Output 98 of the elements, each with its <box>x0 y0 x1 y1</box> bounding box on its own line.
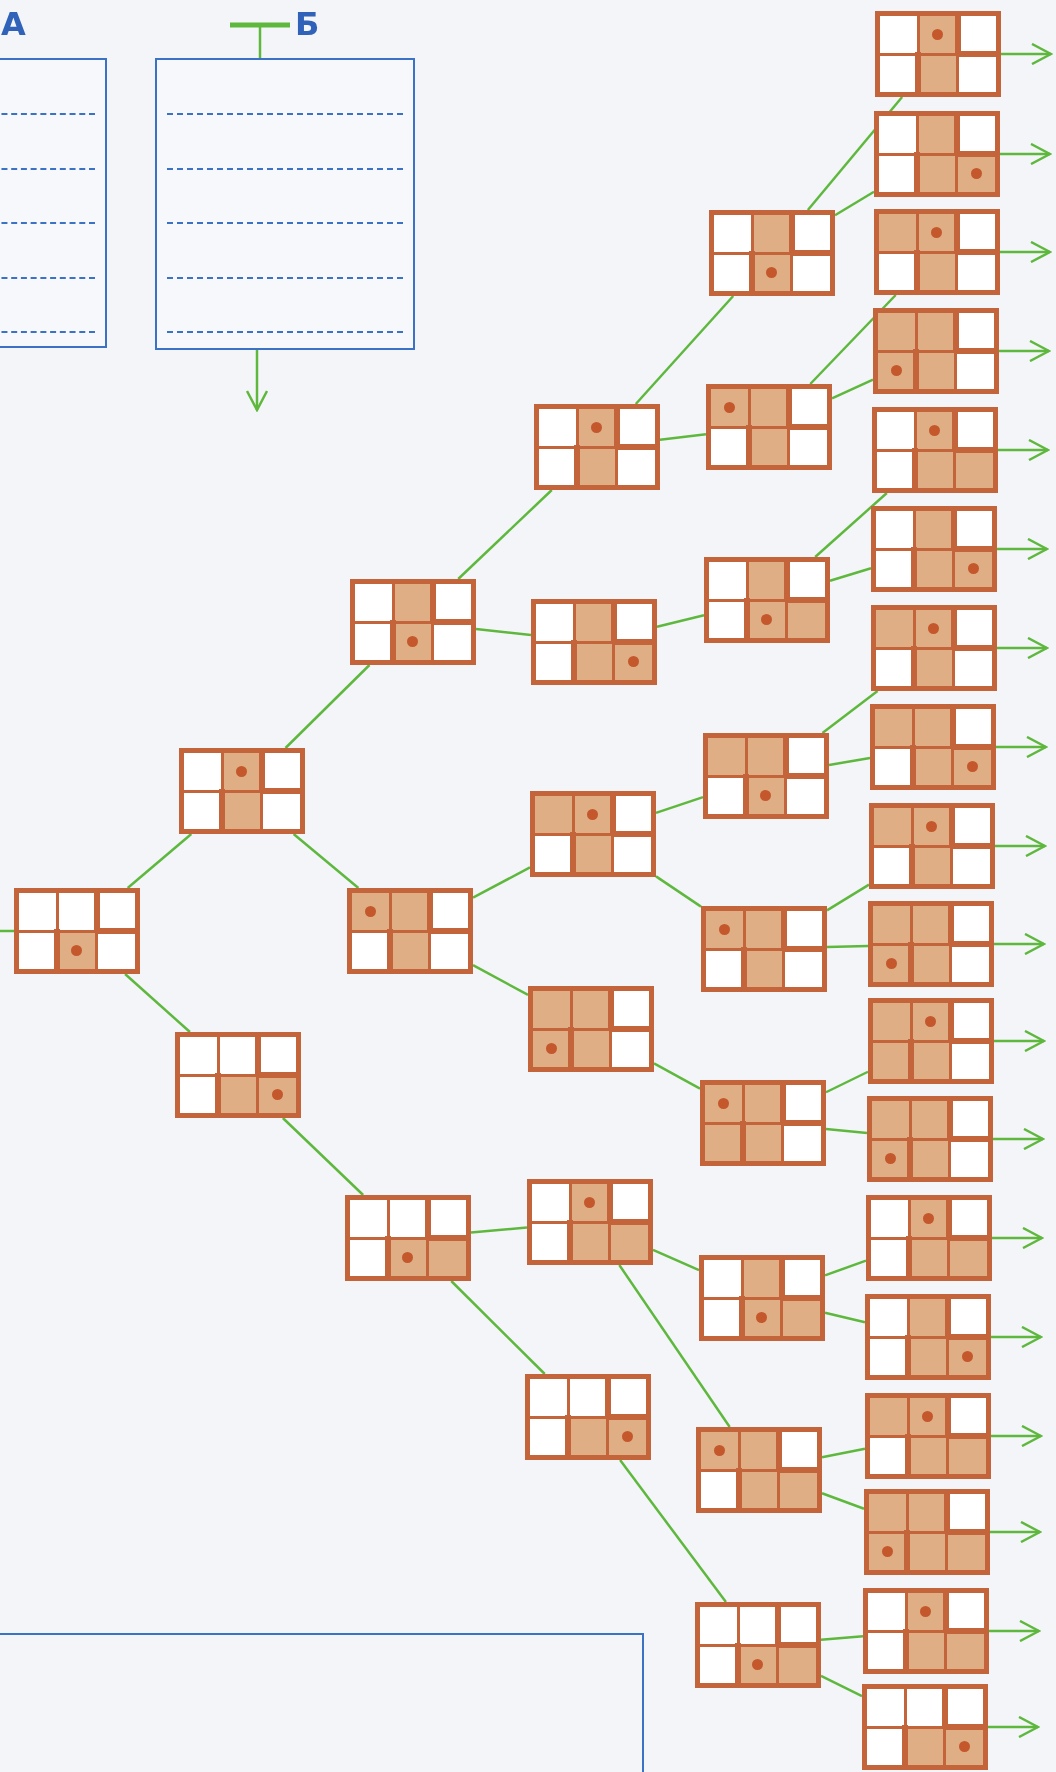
connector-line <box>292 833 360 889</box>
grid-box <box>699 1255 825 1341</box>
grid-box <box>696 1427 822 1513</box>
arrow <box>996 735 1048 759</box>
grid-box <box>347 888 473 974</box>
arrow <box>991 1325 1043 1349</box>
grid-box <box>870 704 996 790</box>
panel-letter: Б <box>295 8 320 40</box>
grid-box <box>871 605 997 691</box>
connector-line <box>634 295 735 405</box>
connector-line <box>821 690 879 734</box>
arrow <box>1000 142 1052 166</box>
grid-box <box>530 791 656 877</box>
arrow <box>998 438 1050 462</box>
connector-line <box>831 378 874 400</box>
connector-line <box>655 795 704 815</box>
grid-box <box>865 1294 991 1380</box>
panel-letter: А <box>1 8 26 40</box>
connector-line <box>618 1264 731 1428</box>
arrow <box>993 1127 1045 1151</box>
grid-box <box>704 557 830 643</box>
connector-line <box>470 1226 528 1234</box>
arrow <box>990 1520 1042 1544</box>
connector-line <box>457 489 553 580</box>
grid-box <box>866 1195 992 1281</box>
connector-line <box>659 433 707 441</box>
connector-line <box>655 875 702 908</box>
connector-line <box>824 1311 866 1324</box>
grid-box <box>873 308 999 394</box>
grid-box <box>179 748 305 834</box>
connector-line <box>820 1674 863 1698</box>
connector-line <box>821 1447 866 1459</box>
connector-line <box>619 1459 727 1603</box>
grid-box <box>874 209 1000 295</box>
grid-box <box>14 888 140 974</box>
arrow <box>1000 240 1052 264</box>
connector-line <box>656 614 705 628</box>
grid-box <box>874 111 1000 197</box>
grid-box <box>701 906 827 992</box>
arrow <box>997 636 1049 660</box>
connector-line <box>450 1280 546 1375</box>
arrow <box>995 834 1047 858</box>
connector-line <box>820 1635 864 1641</box>
grid-box <box>871 506 997 592</box>
grid-box <box>706 384 832 470</box>
arrow <box>994 1029 1046 1053</box>
grid-box <box>700 1080 826 1166</box>
connector-line <box>126 833 193 889</box>
grid-box <box>875 11 1001 97</box>
grid-box <box>695 1602 821 1688</box>
grid-box <box>862 1684 988 1770</box>
grid-box <box>864 1489 990 1575</box>
connector-line <box>472 866 531 899</box>
connector-line <box>284 664 371 749</box>
arrow <box>1001 42 1053 66</box>
t-bar-line <box>227 22 293 58</box>
grid-box <box>868 901 994 987</box>
grid-box <box>528 986 654 1072</box>
arrow <box>988 1715 1040 1739</box>
arrow <box>989 1619 1041 1643</box>
arrow <box>992 1226 1044 1250</box>
connector-line <box>809 294 897 385</box>
grid-box <box>525 1374 651 1460</box>
connector-line <box>652 1248 700 1272</box>
connector-line <box>814 492 888 558</box>
grid-box <box>863 1588 989 1674</box>
connector-line <box>124 973 191 1033</box>
grid-box <box>868 998 994 1084</box>
connector-line <box>829 567 872 582</box>
grid-box <box>175 1032 301 1118</box>
grid-box <box>709 210 835 296</box>
connector-line <box>282 1117 364 1196</box>
connector-line <box>824 1259 867 1277</box>
connector-line <box>653 1062 701 1090</box>
connector-line <box>472 964 529 996</box>
grid-box <box>527 1179 653 1265</box>
grid-box <box>872 407 998 493</box>
connector-line <box>825 1070 869 1094</box>
grid-box <box>534 404 660 490</box>
arrow <box>991 1424 1043 1448</box>
connector-line <box>475 627 532 637</box>
grid-box <box>531 599 657 685</box>
connector-line <box>826 883 870 912</box>
grid-box <box>350 579 476 665</box>
grid-box <box>345 1195 471 1281</box>
arrow <box>999 339 1051 363</box>
connector-line <box>821 1492 865 1510</box>
arrow <box>245 350 269 412</box>
connector-line <box>834 190 875 217</box>
grid-box <box>867 1096 993 1182</box>
grid-box <box>865 1393 991 1479</box>
connector-line <box>828 756 871 767</box>
arrow <box>997 537 1049 561</box>
grid-box <box>869 803 995 889</box>
connector-line <box>826 944 869 949</box>
grid-box <box>703 733 829 819</box>
connector-line <box>825 1127 868 1135</box>
arrow <box>994 932 1046 956</box>
